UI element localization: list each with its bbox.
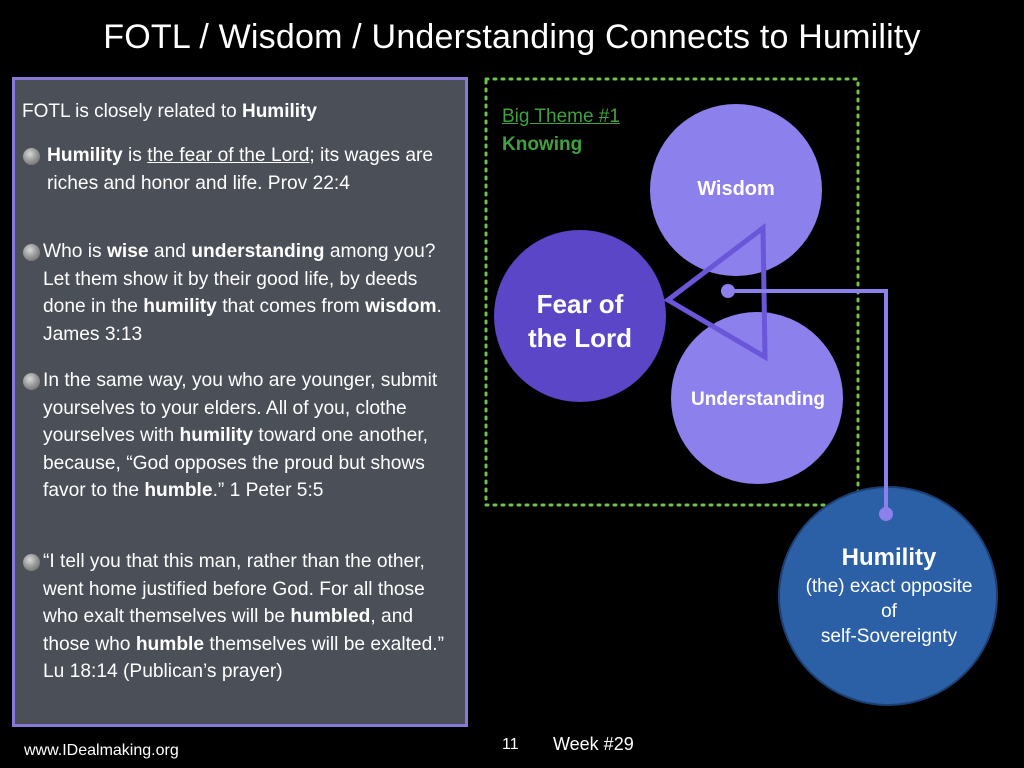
bullet-dot-icon xyxy=(23,373,40,390)
humility-connector xyxy=(728,289,888,514)
fear-of-lord-label: Fear of the Lord xyxy=(528,289,632,353)
intro-bold: Humility xyxy=(241,101,317,122)
panel-intro: FOTL is closely related to Humility xyxy=(22,100,317,124)
bullet-text: In the same way, you who are younger, su… xyxy=(43,370,438,501)
scripture-panel: FOTL is closely related to Humility Humi… xyxy=(12,77,468,727)
humility-label: Humility (the) exact opposite of self-So… xyxy=(778,542,1000,649)
bullet-text: Humility is the fear of the Lord; its wa… xyxy=(47,145,434,194)
slide-title: FOTL / Wisdom / Understanding Connects t… xyxy=(103,18,921,56)
bullet-text: “I tell you that this man, rather than t… xyxy=(43,551,444,682)
wisdom-circle xyxy=(650,104,822,276)
bullet-text: Who is wise and understanding among you?… xyxy=(43,241,442,345)
humility-title: Humility xyxy=(841,544,937,571)
understanding-label: Understanding xyxy=(690,389,826,410)
page-number: 11 xyxy=(502,736,519,753)
understanding-circle xyxy=(671,312,843,484)
fear-of-lord-link[interactable]: the fear of the Lord xyxy=(147,145,310,166)
bullet-dot-icon xyxy=(23,554,40,571)
theme-subtitle: Knowing xyxy=(502,134,583,155)
fear-of-lord-circle xyxy=(494,230,666,402)
bullet-dot-icon xyxy=(23,244,40,261)
week-label: Week #29 xyxy=(553,734,634,754)
bullet-dot-icon xyxy=(23,148,40,165)
connector-start-dot xyxy=(721,284,735,298)
big-theme-link[interactable]: Big Theme #1 xyxy=(502,106,620,127)
connector-end-dot xyxy=(879,507,893,521)
intro-text: FOTL is closely related to xyxy=(22,101,242,122)
wisdom-label: Wisdom xyxy=(697,178,775,200)
footer-url: www.IDealmaking.org xyxy=(24,742,179,759)
